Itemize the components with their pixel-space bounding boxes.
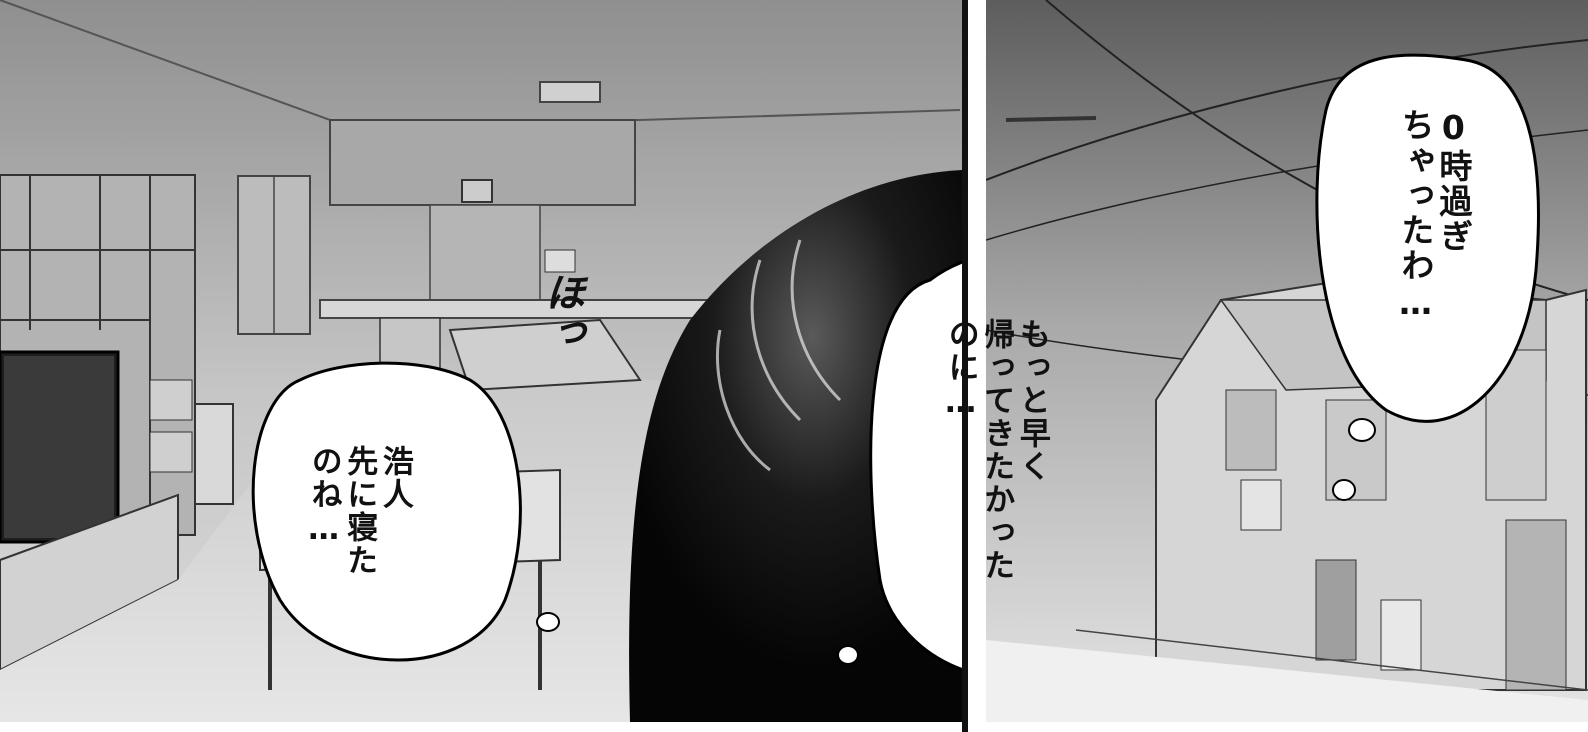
bubble-right-panel-shape <box>1315 53 1540 423</box>
bubble-right-text: もっと早く 帰ってきたかった のに… <box>942 318 1050 582</box>
hair-shape <box>629 170 962 722</box>
bubble-right-shape <box>869 260 962 672</box>
living-room-scene <box>0 0 962 722</box>
bubble-left-shape <box>251 361 522 662</box>
street-scene <box>986 0 1588 722</box>
bubble-left-text: 浩人 先に寝た のね… <box>305 445 413 577</box>
panel-gutter <box>962 0 986 732</box>
panel-living-room: ほっ 浩人 先に寝た のね… <box>0 0 962 722</box>
bubble-right-panel-text: 0時過ぎ ちゃったわ… <box>1395 108 1473 324</box>
sfx-sigh: ほっ <box>538 272 584 352</box>
panel-street: 0時過ぎ ちゃったわ… <box>986 0 1588 722</box>
